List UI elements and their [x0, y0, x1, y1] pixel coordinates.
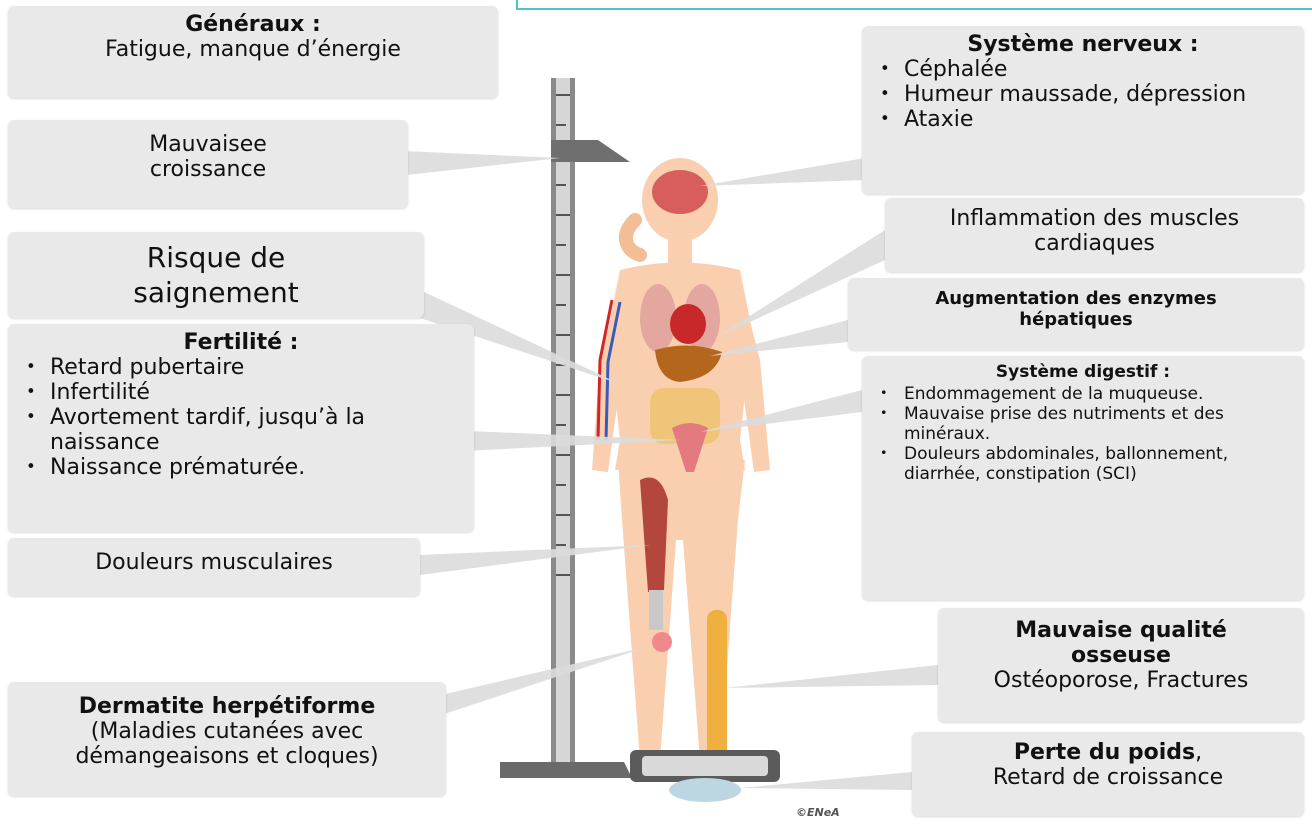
brain-icon: [652, 170, 708, 214]
digestif-item: Mauvaise prise des nutriments et des min…: [904, 404, 1292, 444]
bone-icon: [707, 610, 727, 760]
fertilite-item: Naissance prématurée.: [50, 455, 462, 480]
fertilite-item: Infertilité: [50, 380, 462, 405]
nerveux-item: Ataxie: [904, 107, 1292, 132]
weighing-scale-icon: [630, 750, 780, 802]
saignement-text: Risque de saignement: [68, 240, 364, 310]
osseuse-text: Ostéoporose, Fractures: [968, 668, 1274, 693]
douleurs-text: Douleurs musculaires: [20, 550, 408, 575]
fertilite-item: Retard pubertaire: [50, 355, 462, 380]
cardiaque-text: Inflammation des muscles cardiaques: [905, 206, 1284, 256]
dermatite-title: Dermatite herpétiforme: [20, 694, 434, 719]
digestif-item: Douleurs abdominales, ballonnement, diar…: [904, 444, 1292, 484]
box-nerveux: Système nerveux : Céphalée Humeur maussa…: [862, 26, 1304, 194]
fertilite-title: Fertilité :: [20, 330, 462, 355]
digestif-item: Endommagement de la muqueuse.: [904, 384, 1292, 404]
fertilite-item: Avortement tardif, jusqu’à la naissance: [50, 405, 462, 455]
box-saignement: Risque de saignement: [8, 232, 424, 318]
box-enzymes: Augmentation des enzymes hépatiques: [848, 278, 1304, 350]
digestif-title: Système digestif :: [874, 362, 1292, 382]
dermatite-text: (Maladies cutanées avec démangeaisons et…: [20, 719, 434, 769]
croissance-text: Mauvaisee croissance: [108, 132, 308, 182]
digestif-list: Endommagement de la muqueuse. Mauvaise p…: [874, 384, 1292, 484]
nerveux-list: Céphalée Humeur maussade, dépression Ata…: [874, 57, 1292, 132]
box-dermatite: Dermatite herpétiforme (Maladies cutanée…: [8, 682, 446, 796]
poids-text: Retard de croissance: [924, 765, 1292, 790]
nerveux-title: Système nerveux :: [874, 32, 1292, 57]
poids-separator: ,: [1195, 740, 1202, 765]
box-generaux: Généraux : Fatigue, manque d’énergie: [8, 6, 498, 98]
poids-title: Perte du poids: [1014, 740, 1195, 765]
human-body: [592, 158, 770, 760]
fertilite-list: Retard pubertaire Infertilité Avortement…: [20, 355, 462, 480]
heart-icon: [670, 304, 706, 344]
skin-rash-icon: [652, 632, 672, 652]
box-poids: Perte du poids, Retard de croissance: [912, 732, 1304, 816]
box-cardiaque: Inflammation des muscles cardiaques: [885, 198, 1304, 272]
nerveux-item: Humeur maussade, dépression: [904, 82, 1292, 107]
enzymes-title: Augmentation des enzymes hépatiques: [878, 288, 1274, 330]
knee-joint-icon: [649, 590, 663, 630]
box-fertilite: Fertilité : Retard pubertaire Infertilit…: [8, 324, 474, 532]
generaux-text: Fatigue, manque d’énergie: [20, 37, 486, 62]
box-douleurs: Douleurs musculaires: [8, 538, 420, 596]
credit-text: ©ENeA: [796, 806, 840, 819]
box-croissance: Mauvaisee croissance: [8, 120, 408, 208]
nerveux-item: Céphalée: [904, 57, 1292, 82]
box-digestif: Système digestif : Endommagement de la m…: [862, 356, 1304, 600]
generaux-title: Généraux :: [20, 12, 486, 37]
box-osseuse: Mauvaise qualité osseuse Ostéoporose, Fr…: [938, 608, 1304, 722]
osseuse-title: Mauvaise qualité osseuse: [968, 618, 1274, 668]
